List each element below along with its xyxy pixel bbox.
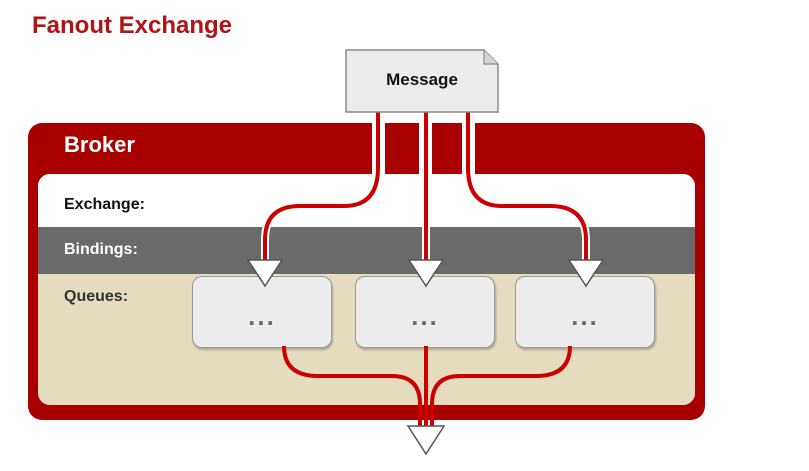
flow-outline-right <box>464 112 590 260</box>
flow-outline-left <box>261 112 382 260</box>
diagram-title: Fanout Exchange <box>32 12 233 39</box>
queue-label: ... <box>571 301 599 331</box>
exchange-label: Exchange: <box>64 196 145 213</box>
queue-box-2: ... <box>355 276 495 348</box>
broker-label: Broker <box>64 132 135 157</box>
bindings-label: Bindings: <box>64 241 138 258</box>
queue-box-1: ... <box>192 276 332 348</box>
arrow-into-queue-2 <box>407 259 445 288</box>
message-label: Message <box>386 70 458 89</box>
arrow-output <box>406 425 446 456</box>
flow-line-left <box>263 112 380 260</box>
message-fold-corner <box>483 50 498 65</box>
flow-out-left <box>282 345 422 426</box>
queue-label: ... <box>411 301 439 331</box>
arrow-into-queue-1 <box>246 259 284 288</box>
flow-out-right <box>430 345 572 426</box>
queue-box-3: ... <box>515 276 655 348</box>
message-document <box>345 49 499 113</box>
queue-label: ... <box>248 301 276 331</box>
queues-label: Queues: <box>64 288 129 305</box>
arrow-into-queue-3 <box>567 259 605 288</box>
flow-line-right <box>466 112 588 260</box>
